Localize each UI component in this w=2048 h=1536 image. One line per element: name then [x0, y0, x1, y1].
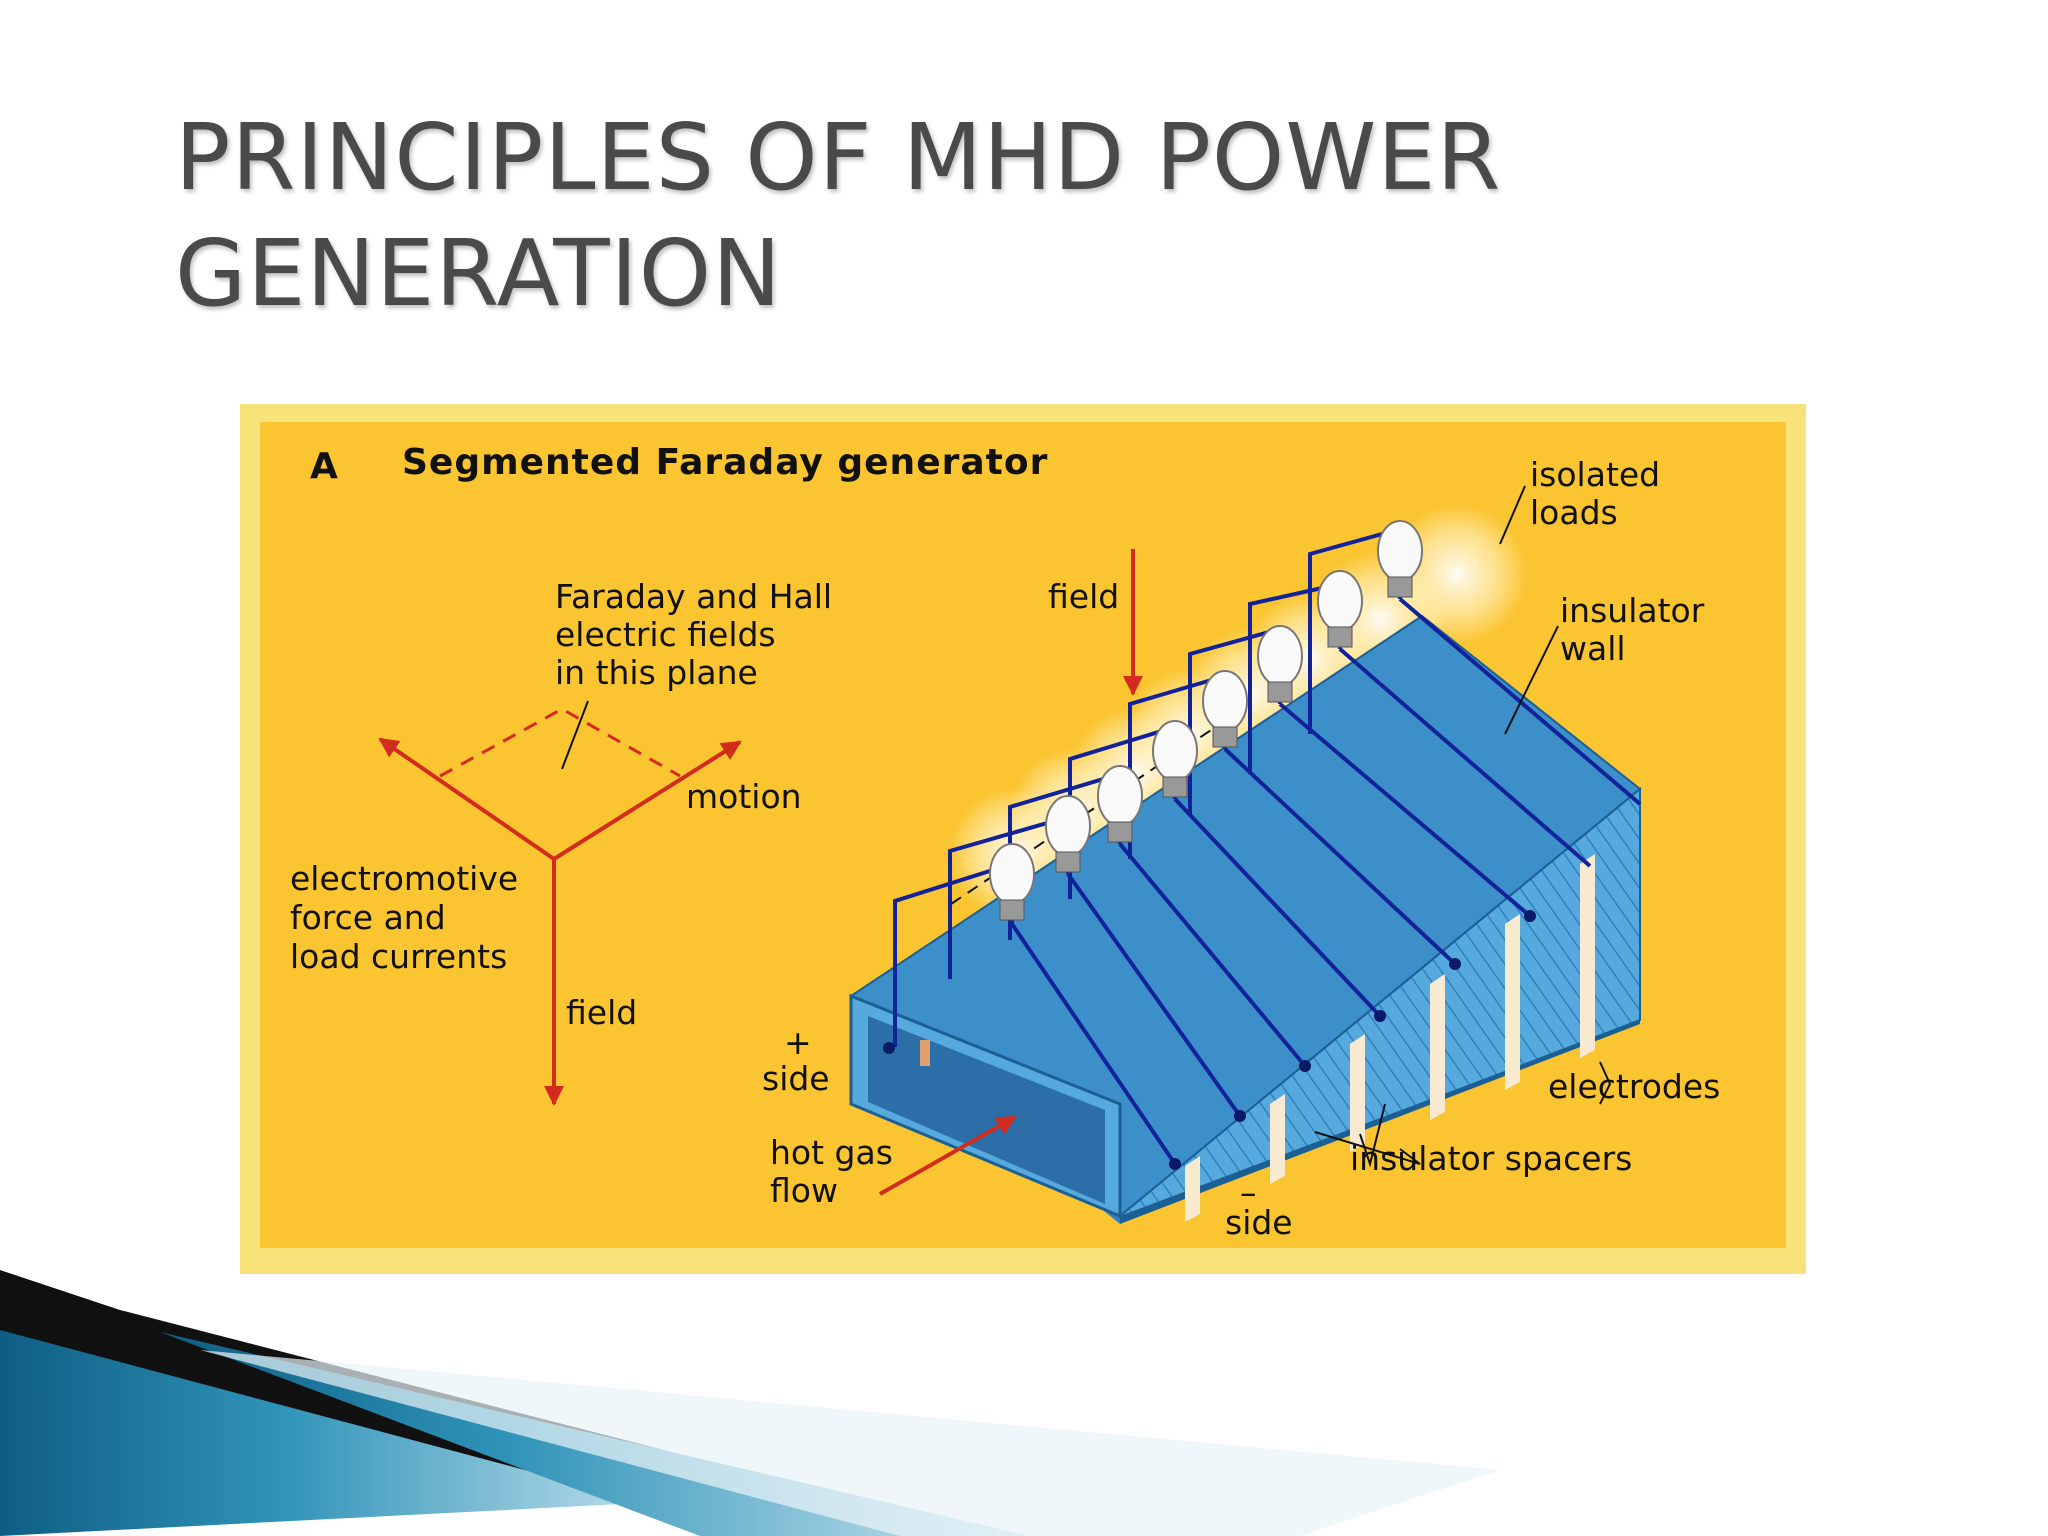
panel-letter: A — [310, 446, 339, 487]
slide-title-line-2: GENERATION — [175, 220, 782, 327]
label-emf-1: electromotive — [290, 859, 519, 898]
field-axes — [378, 700, 742, 1106]
decorative-ribbon — [0, 1270, 1500, 1536]
label-field-left: field — [566, 993, 638, 1032]
label-faraday-hall-2: electric fields — [555, 615, 776, 654]
label-insulator-wall-2: wall — [1560, 629, 1626, 668]
leader-lines — [1314, 485, 1612, 1168]
label-isolated-loads-1: isolated — [1530, 455, 1661, 494]
motion-arrow — [552, 740, 742, 861]
label-insulator-wall-1: insulator — [1560, 591, 1705, 630]
electrode-terminals — [883, 910, 1536, 1170]
label-minus-sign: – — [1240, 1173, 1257, 1212]
hot-gas-arrow — [879, 1115, 1017, 1196]
panel-title: Segmented Faraday generator — [402, 442, 1049, 483]
emf-arrow — [378, 737, 556, 861]
label-hot-gas-1: hot gas — [770, 1133, 893, 1172]
label-plus-sign: + — [784, 1023, 812, 1062]
generator-diagram — [240, 404, 1806, 1274]
label-faraday-hall-3: in this plane — [555, 653, 758, 692]
label-motion: motion — [686, 777, 802, 816]
label-electrodes: electrodes — [1548, 1067, 1721, 1106]
label-hot-gas-2: flow — [770, 1171, 838, 1210]
label-emf-3: load currents — [290, 937, 508, 976]
label-insulator-spacers: insulator spacers — [1350, 1139, 1633, 1178]
label-field-top: field — [1048, 577, 1120, 616]
label-emf-2: force and — [290, 898, 446, 937]
label-minus-side: side — [1225, 1203, 1293, 1242]
label-isolated-loads-2: loads — [1530, 493, 1618, 532]
insulator-spacers — [1185, 854, 1595, 1222]
slide-title-line-1: PRINCIPLES OF MHD POWER — [175, 104, 1502, 211]
light-bulbs — [989, 520, 1423, 921]
plane-pointer-line — [561, 700, 589, 770]
label-plus-side: side — [762, 1059, 830, 1098]
plane-dashed-outline — [439, 707, 681, 778]
label-faraday-hall-1: Faraday and Hall — [555, 577, 833, 616]
slide-title: PRINCIPLES OF MHD POWER GENERATION — [175, 100, 1875, 332]
mhd-generator-figure: A Segmented Faraday generator Faraday an… — [240, 404, 1806, 1274]
